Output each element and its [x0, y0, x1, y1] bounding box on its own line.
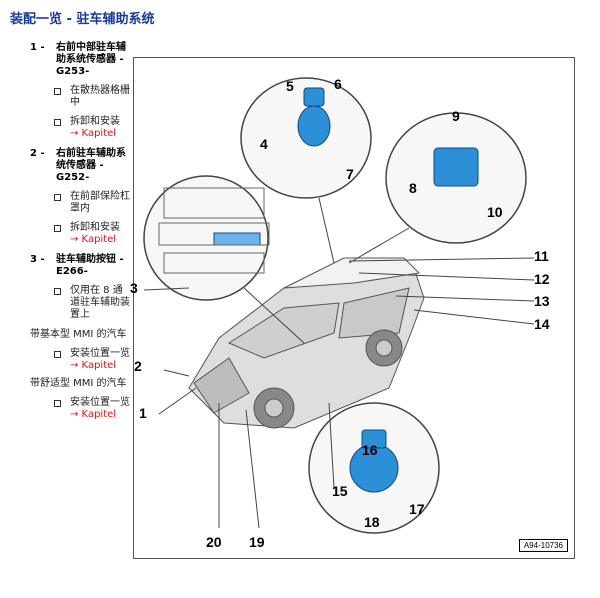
callout-13: 13: [534, 293, 550, 309]
kapitel-link[interactable]: → Kapitel: [70, 128, 117, 139]
legend-item-2: 2 - 右前驻车辅助系统传感器 -G252- 在前部保险杠罩内 拆卸和安装→ K…: [30, 148, 130, 246]
callout-6: 6: [334, 76, 342, 92]
checkbox-bullet-icon: [54, 119, 61, 126]
legend-bullet: 安装位置一览→ Kapitel: [30, 348, 130, 372]
group-basic-mmi: 带基本型 MMI 的汽车 安装位置一览→ Kapitel: [30, 329, 130, 372]
kapitel-link[interactable]: → Kapitel: [70, 360, 117, 371]
callout-19: 19: [249, 534, 265, 550]
legend-bullet: 安装位置一览→ Kapitel: [30, 397, 130, 421]
checkbox-bullet-icon: [54, 225, 61, 232]
group-heading: 带舒适型 MMI 的汽车: [30, 378, 127, 389]
sensor-parts: [213, 87, 479, 493]
legend-item-number: 3 -: [30, 254, 45, 265]
callout-15: 15: [332, 483, 348, 499]
callout-17: 17: [409, 501, 425, 517]
bullet-text: 安装位置一览: [70, 348, 130, 359]
callout-2: 2: [134, 358, 142, 374]
console-detail: [158, 187, 270, 274]
figure-reference: A94-10736: [518, 539, 568, 552]
callout-12: 12: [534, 271, 550, 287]
checkbox-bullet-icon: [54, 351, 61, 358]
legend-item-number: 1 -: [30, 42, 45, 53]
callout-1: 1: [139, 405, 147, 421]
callout-9: 9: [452, 108, 460, 124]
legend-bullet: 在散热器格栅中: [30, 85, 130, 109]
bullet-text: 在散热器格栅中: [70, 85, 130, 108]
callout-18: 18: [364, 514, 380, 530]
parking-system-diagram: 5 6 4 7 9 8 10 11 12 13 14 3 2 1 16 15 1…: [130, 57, 575, 559]
kapitel-link[interactable]: → Kapitel: [70, 409, 117, 420]
callout-16: 16: [362, 442, 378, 458]
bullet-text: 拆卸和安装: [70, 116, 120, 127]
legend-item-1: 1 - 右前中部驻车辅助系统传感器 -G253- 在散热器格栅中 拆卸和安装→ …: [30, 42, 130, 140]
checkbox-bullet-icon: [54, 288, 61, 295]
group-comfort-mmi: 带舒适型 MMI 的汽车 安装位置一览→ Kapitel: [30, 378, 130, 421]
callout-4: 4: [260, 136, 268, 152]
callout-5: 5: [286, 78, 294, 94]
kapitel-link[interactable]: → Kapitel: [70, 234, 117, 245]
callout-8: 8: [409, 180, 417, 196]
legend-item-title: 驻车辅助按钮 -E266-: [56, 254, 124, 277]
legend-list: 1 - 右前中部驻车辅助系统传感器 -G253- 在散热器格栅中 拆卸和安装→ …: [30, 42, 130, 421]
bullet-text: 安装位置一览: [70, 397, 130, 408]
callout-11: 11: [534, 248, 549, 264]
checkbox-bullet-icon: [54, 194, 61, 201]
legend-item-3: 3 - 驻车辅助按钮 -E266- 仅用在 8 通道驻车辅助装置上: [30, 254, 130, 321]
legend-bullet: 拆卸和安装→ Kapitel: [30, 222, 130, 246]
callout-7: 7: [346, 166, 354, 182]
car-illustration: [188, 257, 425, 429]
callout-14: 14: [534, 316, 550, 332]
diagram-drawing: [143, 77, 535, 534]
legend-item-title: 右前驻车辅助系统传感器 -G252-: [56, 148, 126, 183]
callout-20: 20: [206, 534, 222, 550]
legend-bullet: 拆卸和安装→ Kapitel: [30, 116, 130, 140]
leader-lines: [143, 197, 535, 529]
page-title: 装配一览 - 驻车辅助系统: [10, 12, 155, 27]
group-heading: 带基本型 MMI 的汽车: [30, 329, 127, 340]
callout-3: 3: [130, 280, 138, 296]
bullet-text: 在前部保险杠罩内: [70, 191, 130, 214]
bullet-text: 拆卸和安装: [70, 222, 120, 233]
checkbox-bullet-icon: [54, 400, 61, 407]
legend-bullet: 仅用在 8 通道驻车辅助装置上: [30, 285, 130, 321]
legend-item-number: 2 -: [30, 148, 45, 159]
legend-bullet: 在前部保险杠罩内: [30, 191, 130, 215]
bullet-text: 仅用在 8 通道驻车辅助装置上: [70, 285, 130, 320]
checkbox-bullet-icon: [54, 88, 61, 95]
callout-10: 10: [487, 204, 503, 220]
legend-item-title: 右前中部驻车辅助系统传感器 -G253-: [56, 42, 126, 77]
